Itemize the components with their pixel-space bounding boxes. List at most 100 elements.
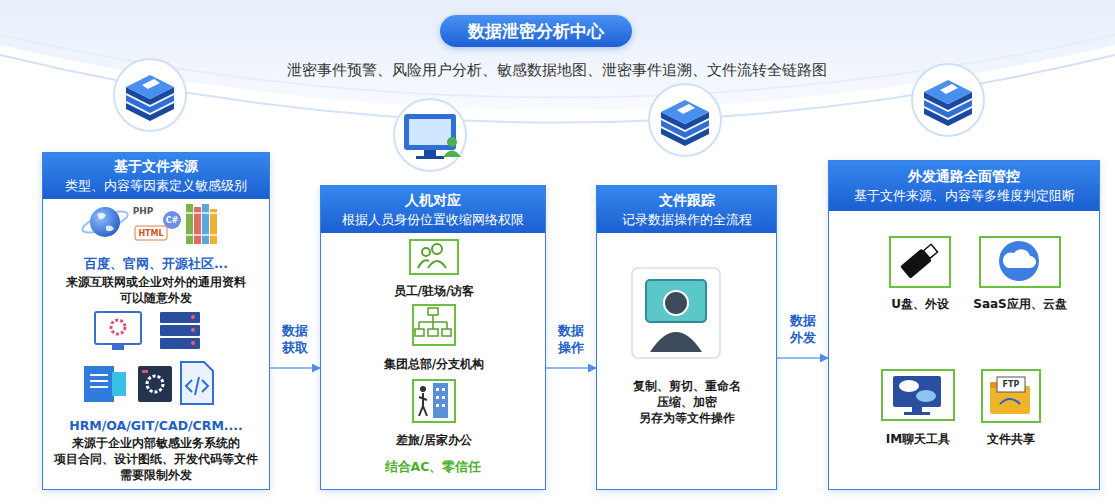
building-window [442, 396, 445, 399]
document-line [90, 380, 108, 382]
text-line: 基于文件来源 [65, 157, 247, 176]
chat-bubble [899, 380, 919, 392]
text-line: 数据 [778, 312, 828, 329]
document-icon [112, 372, 126, 396]
book-icon [210, 209, 217, 244]
arc-line [0, 55, 1115, 123]
header-band: 外发通路全面管控 基于文件来源、内容等多维度判定阻断 [829, 161, 1099, 211]
server-icon [160, 338, 200, 349]
flow-arrow [777, 357, 828, 359]
icon-frame [979, 236, 1061, 288]
flow-arrow [546, 367, 596, 369]
org-chart-icon [415, 329, 424, 336]
icon-tile: IM聊天工具 [863, 369, 973, 449]
folder-icon [990, 386, 1030, 414]
edge-label: 数据 外发 [778, 312, 828, 346]
building-icon [433, 383, 448, 418]
label-box: PHP [133, 206, 154, 216]
traveler-icon [420, 386, 426, 392]
monitor-stand [424, 150, 436, 156]
globe-land [97, 213, 114, 232]
text-line: 数据 [270, 322, 320, 339]
icon-label: C# [166, 216, 179, 225]
flow-arrow [270, 367, 320, 369]
code-file-icon [181, 362, 213, 404]
text-line: SaaS应用、云盘 [965, 296, 1075, 312]
text-line: 记录数据操作的全流程 [622, 210, 752, 229]
monitor-stand [904, 412, 930, 415]
document-line [90, 374, 108, 376]
ftp-tag [997, 377, 1025, 392]
icon-frame [981, 369, 1041, 423]
server-led [191, 328, 195, 332]
text-line: 来源互联网或企业对外的通用资料 [43, 274, 269, 290]
text-line: 数据 [546, 322, 596, 339]
text-line: 根据人员身份位置收缩网络权限 [342, 210, 524, 229]
text-line: 类型、内容等因素定义敏感级别 [65, 176, 247, 195]
icon-tile: SaaS应用、云盘 [965, 236, 1075, 314]
edge-label: 数据 操作 [546, 322, 596, 356]
book-icon [186, 204, 193, 244]
icon-tile: 员工/驻场/访客 [379, 239, 489, 301]
icon-caption: U盘、外设 [865, 296, 975, 312]
stage-panel: 基于文件来源 类型、内容等因素定义敏感级别百度、官网、开源社区... 来源互联网或… [42, 152, 270, 490]
globe-orbit [80, 207, 130, 237]
building-window [442, 404, 445, 407]
highlight-text: HRM/OA/GIT/CAD/CRM.... [43, 417, 269, 434]
operator-screen [646, 280, 706, 322]
highlight-text: 百度、官网、开源社区... [43, 255, 269, 272]
operator-head [664, 291, 688, 315]
text-line: 需要限制外发 [43, 467, 269, 483]
people-icon [432, 244, 442, 254]
text-line: 获取 [270, 339, 320, 356]
text-line: 差旅/居家办公 [379, 432, 489, 448]
gear-icon [111, 320, 125, 334]
building-window [436, 396, 439, 399]
text-line: 人机对应 [342, 191, 524, 210]
cloud-badge [999, 241, 1039, 281]
server-icon [160, 325, 200, 336]
user-badge [443, 151, 461, 158]
panel-heading: 文件跟踪 记录数据操作的全流程 [622, 191, 752, 229]
html-badge [135, 226, 167, 240]
org-chart-line [419, 315, 447, 329]
icon-tile: 集团总部/分支机构 [379, 304, 489, 374]
text-line: 百度、官网、开源社区... [43, 255, 269, 272]
icon-halo [394, 99, 466, 171]
text-line: 文件跟踪 [622, 191, 752, 210]
edge-label-box: 数据 获取 [270, 322, 320, 356]
body-text: 来源互联网或企业对外的通用资料 可以随意外发 [43, 274, 269, 306]
label-box: 泄密事件预警、风险用户分析、敏感数据地图、泄密事件追溯、文件流转全链路图 [287, 61, 827, 80]
text-line: 员工/驻场/访客 [379, 283, 489, 299]
book-icon [194, 207, 201, 244]
text-line: IM聊天工具 [863, 431, 973, 447]
cube-icon [649, 84, 721, 156]
chip-icon [138, 366, 172, 402]
im-monitor [893, 376, 941, 407]
text-line: 文件共享 [956, 431, 1066, 447]
cloud-icon [1003, 249, 1036, 268]
text-line: U盘、外设 [865, 296, 975, 312]
text-line: 可以随意外发 [43, 290, 269, 306]
usb-body [900, 248, 932, 278]
monitor-icon [404, 114, 456, 150]
body-text: 来源于企业内部敏感业务系统的 项目合同、设计图纸、开发代码等文件 需要限制外发 [43, 435, 269, 483]
panel-heading: 基于文件来源 类型、内容等因素定义敏感级别 [65, 157, 247, 195]
book-stripe [186, 212, 217, 214]
edge-label: 数据 获取 [270, 322, 320, 356]
org-chart-icon [428, 308, 438, 315]
cube-icon [912, 64, 984, 136]
cube-icon [114, 59, 186, 131]
icon-tile: U盘、外设 [865, 236, 975, 314]
label-box: FTP [1003, 380, 1020, 389]
top-band [0, 0, 1115, 110]
icon-frame [409, 239, 459, 275]
text-line: 压缩、加密 [597, 394, 776, 410]
label-box: HTML [138, 229, 163, 238]
server-icon [160, 312, 200, 323]
header-band: 基于文件来源 类型、内容等因素定义敏感级别 [43, 153, 269, 199]
header-band: 文件跟踪 记录数据操作的全流程 [597, 186, 776, 233]
book-icon [202, 204, 209, 244]
icon-caption: 员工/驻场/访客 [379, 283, 489, 299]
server-led [191, 315, 195, 319]
